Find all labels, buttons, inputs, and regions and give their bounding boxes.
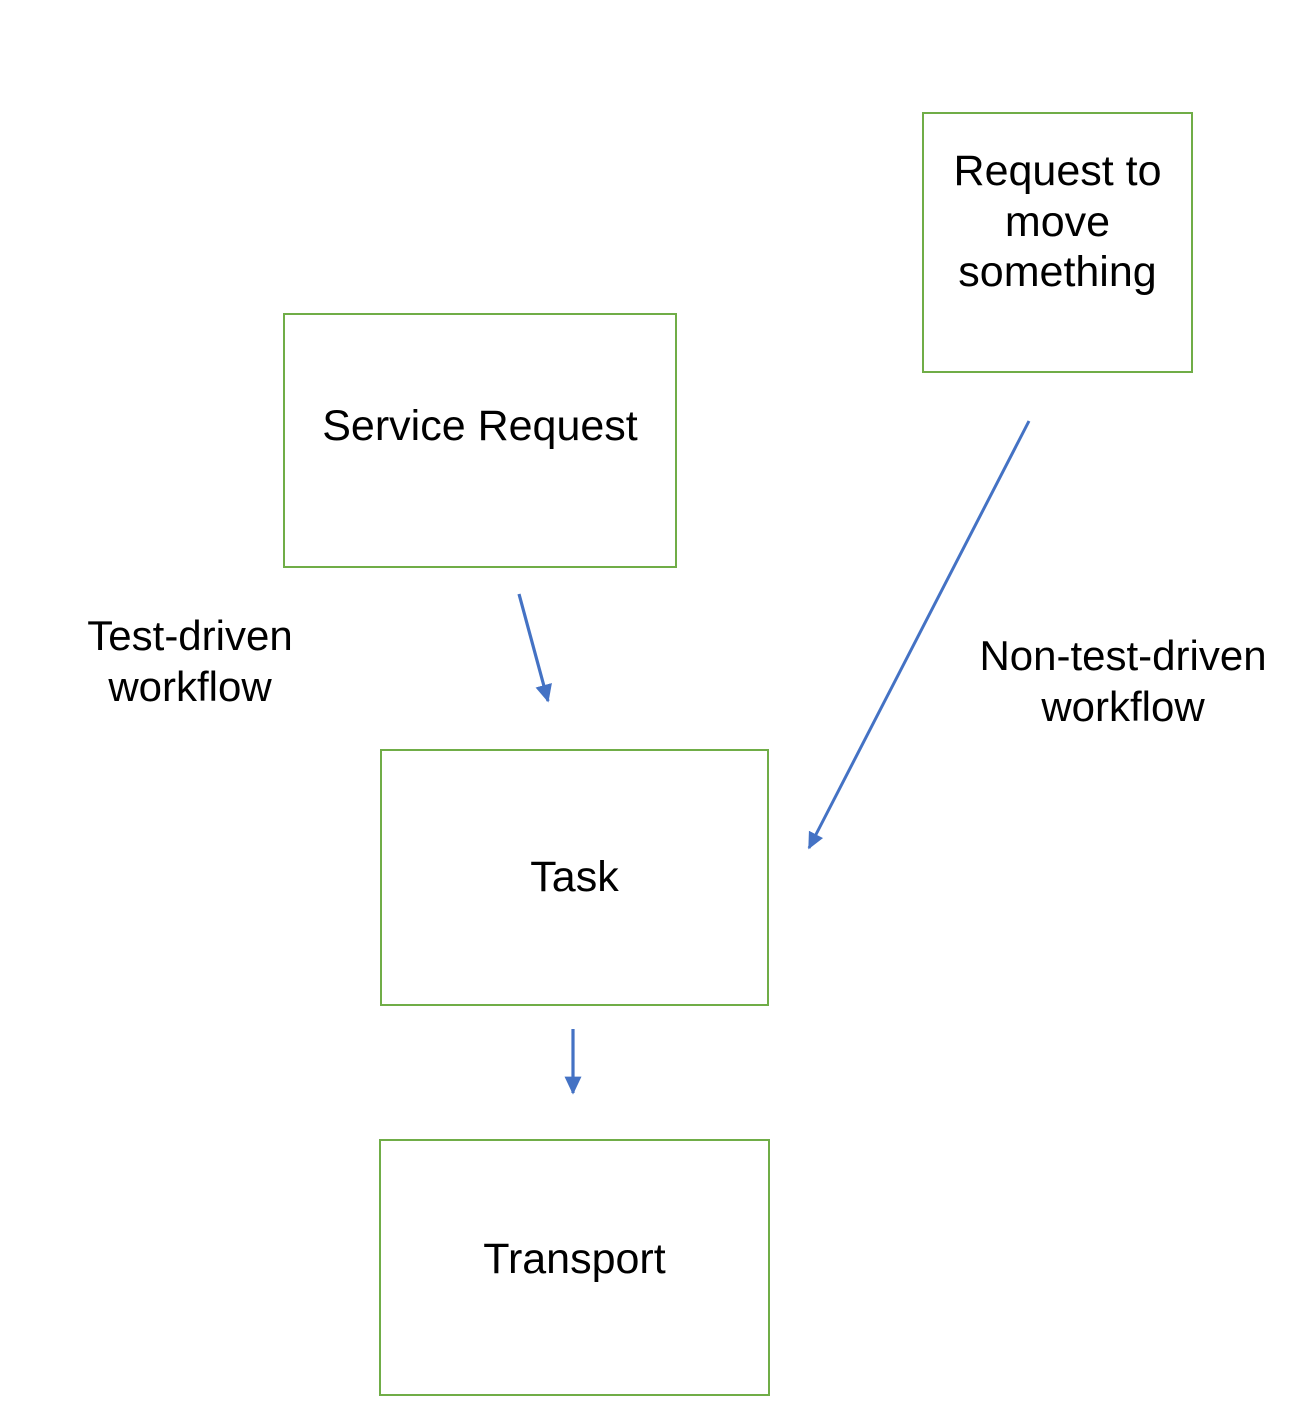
node-request-to-move[interactable]: Request to move something <box>922 112 1193 373</box>
connector-service-request-to-task <box>517 593 552 703</box>
node-service-request-label: Service Request <box>322 402 638 451</box>
annotation-test-driven-workflow: Test-driven workflow <box>87 612 293 711</box>
annotation-non-test-driven-workflow: Non-test-driven workflow <box>979 632 1267 731</box>
node-service-request[interactable]: Service Request <box>283 313 677 568</box>
node-task-label: Task <box>530 853 619 902</box>
node-transport[interactable]: Transport <box>379 1139 770 1396</box>
node-task[interactable]: Task <box>380 749 769 1006</box>
node-transport-label: Transport <box>483 1235 666 1284</box>
node-request-to-move-label: Request to move something <box>953 147 1162 297</box>
